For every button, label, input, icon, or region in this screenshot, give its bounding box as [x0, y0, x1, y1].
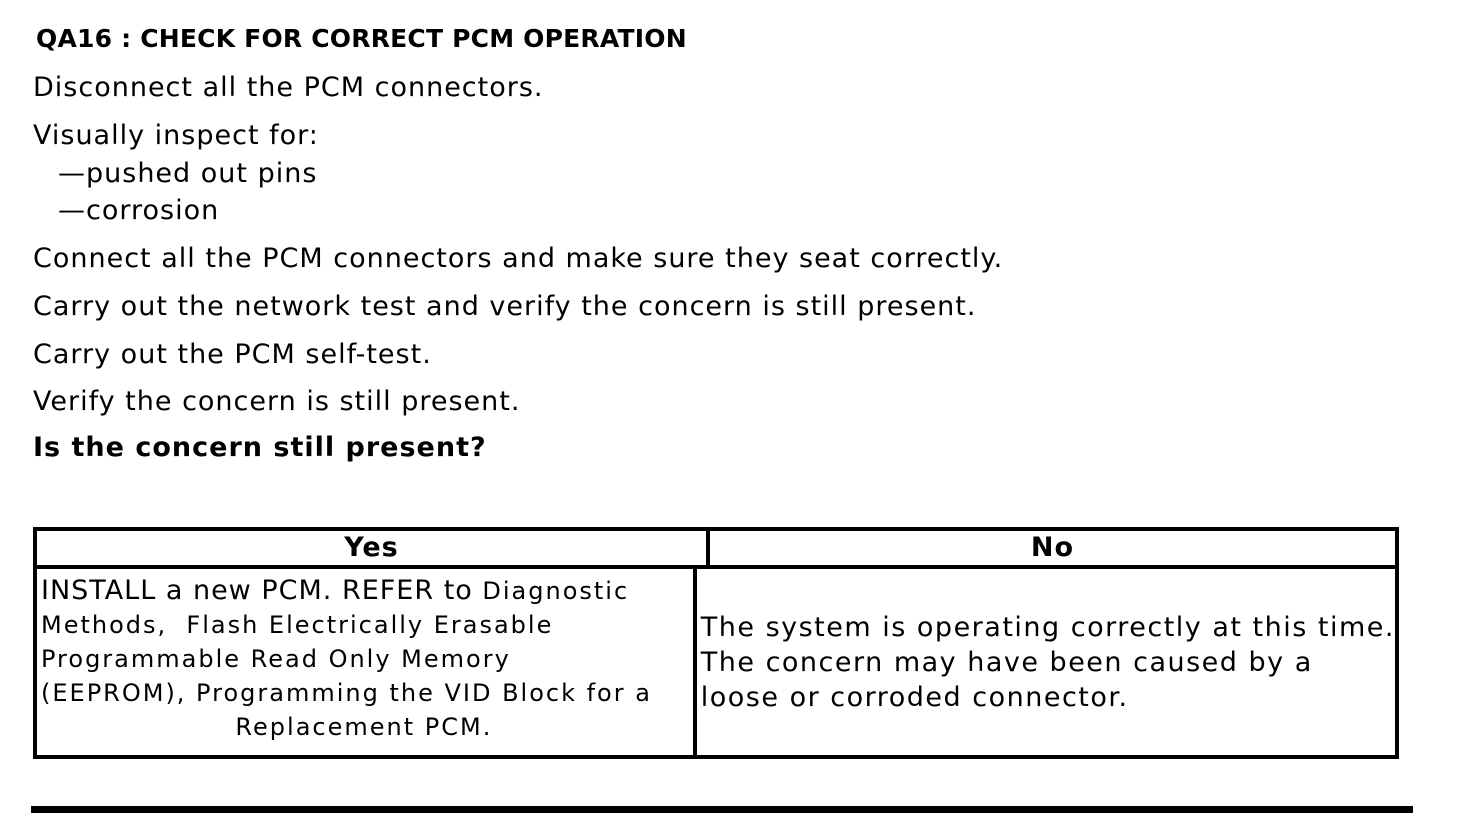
- step-connect-connectors: Connect all the PCM connectors and make …: [33, 243, 1004, 274]
- decision-table-header-row: Yes No: [37, 531, 1395, 569]
- step-verify-concern: Verify the concern is still present.: [33, 386, 521, 417]
- yes-action-cell: INSTALL a new PCM. REFER to Diagnostic M…: [37, 569, 697, 755]
- refer-link[interactable]: Programmable Read Only Memory: [41, 645, 511, 673]
- no-action-line: The system is operating correctly at thi…: [700, 611, 1395, 643]
- pinpoint-test-step-title: QA16 : CHECK FOR CORRECT PCM OPERATION: [36, 24, 687, 53]
- step-visually-inspect: Visually inspect for:: [33, 120, 319, 151]
- yes-no-decision-table: Yes No INSTALL a new PCM. REFER to Diagn…: [33, 527, 1399, 759]
- decision-table-body-row: INSTALL a new PCM. REFER to Diagnostic M…: [37, 569, 1395, 755]
- refer-link[interactable]: Replacement PCM.: [235, 713, 493, 741]
- inspect-item-corrosion: —corrosion: [58, 195, 220, 226]
- no-column-header: No: [1030, 532, 1075, 563]
- no-action-line: loose or corroded connector.: [700, 681, 1129, 713]
- decision-question: Is the concern still present?: [33, 432, 487, 463]
- yes-action-lead: INSTALL a new PCM. REFER to: [41, 575, 483, 606]
- step-network-test: Carry out the network test and verify th…: [33, 291, 977, 322]
- step-disconnect-connectors: Disconnect all the PCM connectors.: [33, 72, 544, 103]
- yes-action-line: INSTALL a new PCM. REFER to Diagnostic: [41, 574, 693, 608]
- refer-link[interactable]: Diagnostic: [482, 577, 630, 605]
- refer-link[interactable]: Methods, Flash Electrically Erasable: [41, 611, 554, 639]
- page-divider-rule: [31, 806, 1413, 813]
- yes-column-header: Yes: [37, 531, 710, 565]
- no-action-line: The concern may have been caused by a: [700, 646, 1313, 678]
- refer-link[interactable]: (EEPROM), Programming the VID Block for …: [41, 679, 652, 707]
- inspect-item-pushed-out-pins: —pushed out pins: [58, 158, 318, 189]
- step-pcm-self-test: Carry out the PCM self-test.: [33, 339, 432, 370]
- no-action-cell: The system is operating correctly at thi…: [697, 569, 1395, 755]
